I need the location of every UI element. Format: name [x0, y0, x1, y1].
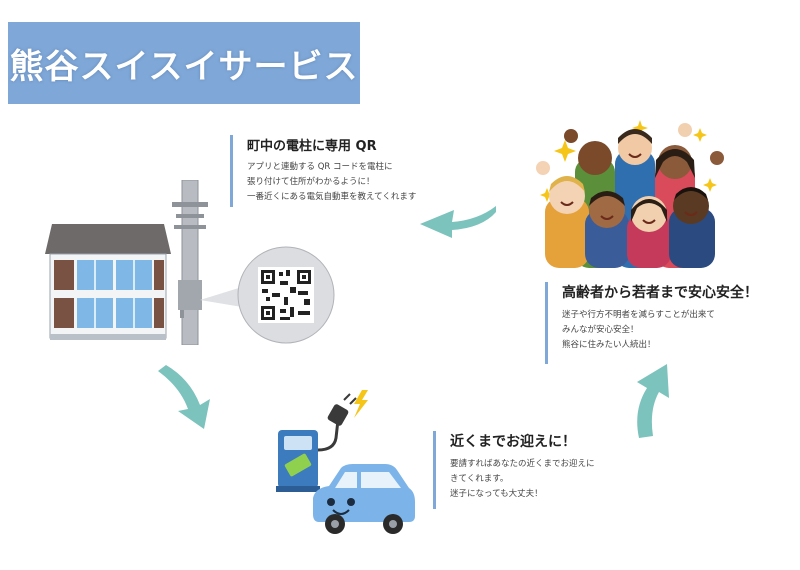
step-2-line: きてくれます。: [450, 474, 509, 484]
qr-code-callout: [200, 246, 335, 344]
battery-icon: [284, 453, 312, 477]
step-3-line: 熊谷に住みたい人続出！: [562, 340, 656, 350]
curved-arrow-left: [420, 206, 496, 238]
step-2-heading: 近くまでお迎えに！: [450, 434, 576, 450]
step-1-line: アプリと連動する QR コードを電柱に: [247, 162, 393, 172]
cheering-crowd-illustration: [536, 120, 724, 268]
curved-arrow-up: [637, 364, 669, 438]
utility-pole-illustration: [172, 180, 208, 345]
page-title: 熊谷スイスイサービス: [9, 46, 359, 87]
step-3-line: 迷子や行方不明者を減らすことが出来て: [562, 310, 715, 320]
plug-icon: [327, 393, 357, 426]
house-illustration: [45, 224, 171, 340]
curved-arrow-down: [158, 365, 210, 429]
car-illustration: [313, 464, 415, 534]
sparkle-icon: [540, 120, 717, 202]
step-3-heading: 高齢者から若者まで安心安全！: [562, 285, 758, 301]
ev-charger-illustration: [276, 390, 368, 492]
step-3-text: 高齢者から若者まで安心安全！ 迷子や行方不明者を減らすことが出来て みんなが安心…: [545, 282, 758, 364]
window-icon: [54, 260, 164, 328]
title-banner: 熊谷スイスイサービス: [8, 22, 360, 104]
step-1-line: 一番近くにある電気自動車を教えてくれます: [247, 192, 417, 202]
step-2-text: 近くまでお迎えに！ 要請すればあなたの近くまでお迎えに きてくれます。 迷子にな…: [433, 431, 595, 509]
step-1-text: 町中の電柱に専用 QR アプリと連動する QR コードを電柱に 張り付けて住所が…: [230, 135, 416, 207]
step-2-line: 要請すればあなたの近くまでお迎えに: [450, 459, 595, 469]
step-2-line: 迷子になっても大丈夫！: [450, 489, 543, 499]
qr-code-icon: [258, 267, 314, 323]
step-1-line: 張り付けて住所がわかるように！: [247, 177, 375, 187]
step-1-heading: 町中の電柱に専用 QR: [247, 139, 377, 154]
lightning-icon: [354, 390, 368, 418]
step-3-line: みんなが安心安全！: [562, 325, 639, 335]
